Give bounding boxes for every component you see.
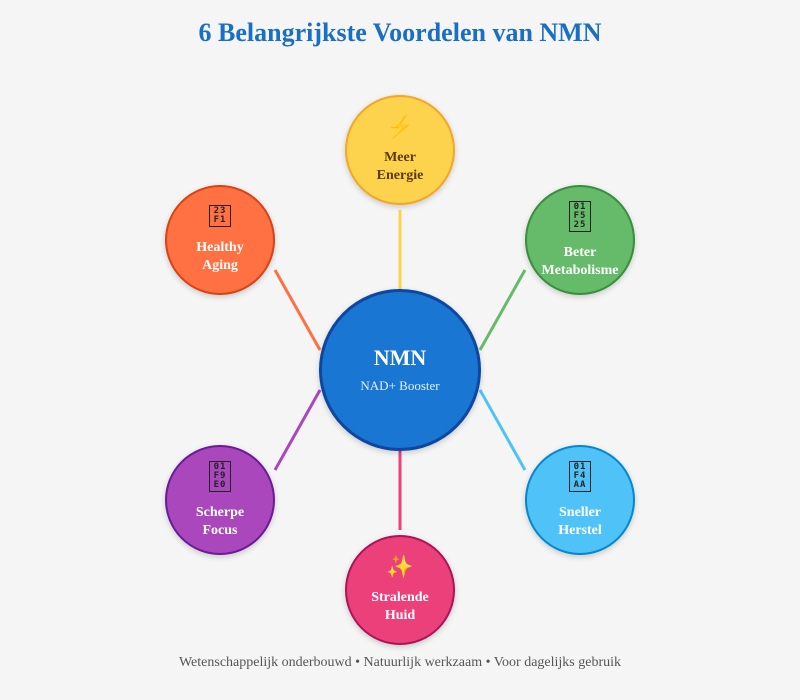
connector-metabolisme <box>478 269 527 351</box>
connector-aging <box>273 269 322 351</box>
sparkles-icon: ✨ <box>386 554 414 579</box>
benefit-label: Meer <box>384 150 416 165</box>
lightning-icon: ⚡ <box>386 114 414 139</box>
page-title: 6 Belangrijkste Voordelen van NMN <box>198 18 602 47</box>
benefit-node-focus: 01F9E0 Scherpe Focus <box>165 445 275 555</box>
stopwatch-icon: 23F1 <box>209 205 231 227</box>
benefit-node-huid: ✨ Stralende Huid <box>345 535 455 645</box>
connector-herstel <box>478 389 527 471</box>
center-node-nmn: NMN NAD+ Booster <box>319 289 481 451</box>
benefit-node-aging: 23F1 Healthy Aging <box>165 185 275 295</box>
benefit-label: Huid <box>384 608 416 623</box>
center-subtitle: NAD+ Booster <box>360 378 440 393</box>
benefit-label: Energie <box>376 168 424 183</box>
benefit-label: Healthy <box>196 240 244 255</box>
benefit-node-energie: ⚡ Meer Energie <box>345 95 455 205</box>
footer-tagline: Wetenschappelijk onderbouwd • Natuurlijk… <box>178 655 622 670</box>
benefit-label: Stralende <box>371 590 429 605</box>
benefit-label: Herstel <box>558 522 602 538</box>
benefit-label: Focus <box>202 522 238 538</box>
benefit-node-herstel: 01F4AA Sneller Herstel <box>525 445 635 555</box>
center-title: NMN <box>373 345 427 370</box>
benefit-label: Sneller <box>559 504 601 520</box>
brain-icon: 01F9E0 <box>209 460 231 492</box>
benefit-label: Scherpe <box>195 504 245 520</box>
benefit-label: Metabolisme <box>541 262 619 278</box>
fire-icon: 01F525 <box>569 200 591 232</box>
benefit-label: Aging <box>202 258 238 273</box>
connector-focus <box>273 389 322 471</box>
benefit-node-metabolisme: 01F525 Beter Metabolisme <box>525 185 635 295</box>
flexed-biceps-icon: 01F4AA <box>569 460 591 492</box>
benefit-label: Beter <box>563 244 597 260</box>
